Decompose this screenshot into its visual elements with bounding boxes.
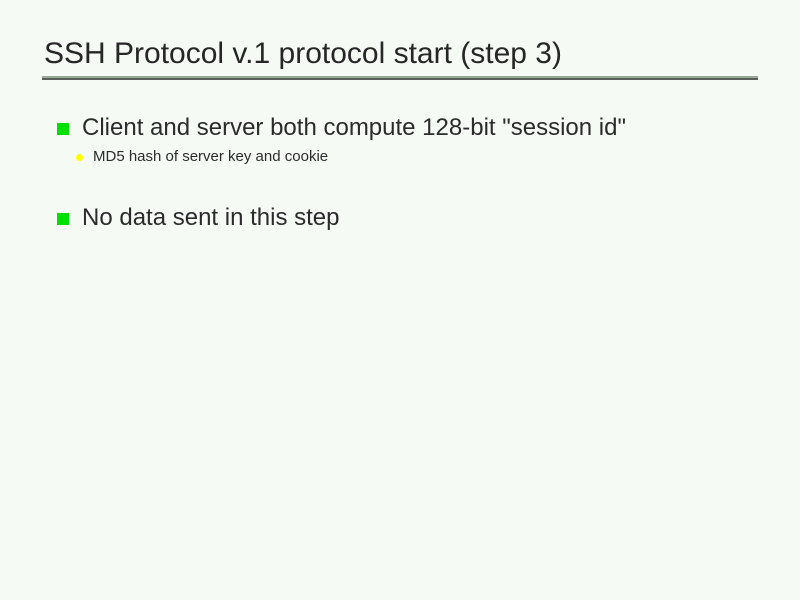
bullet-item-level1: Client and server both compute 128-bit "… [0,112,800,143]
title-divider [42,76,758,80]
outline-group: Client and server both compute 128-bit "… [0,112,800,168]
bullet-item-level2: MD5 hash of server key and cookie [0,146,800,168]
yellow-dot-bullet-icon [76,154,83,161]
outline-body: Client and server both compute 128-bit "… [0,112,800,233]
bullet-item-level1-label: Client and server both compute 128-bit "… [82,114,626,141]
bullet-item-level2-label: MD5 hash of server key and cookie [93,148,329,165]
page-title: SSH Protocol v.1 protocol start (step 3) [44,37,562,70]
bullet-item-level1-label: No data sent in this step [82,204,340,231]
green-square-bullet-icon [57,213,69,225]
bullet-item-level1: No data sent in this step [0,202,800,233]
green-square-bullet-icon [57,123,69,135]
outline-group: No data sent in this step [0,202,800,233]
